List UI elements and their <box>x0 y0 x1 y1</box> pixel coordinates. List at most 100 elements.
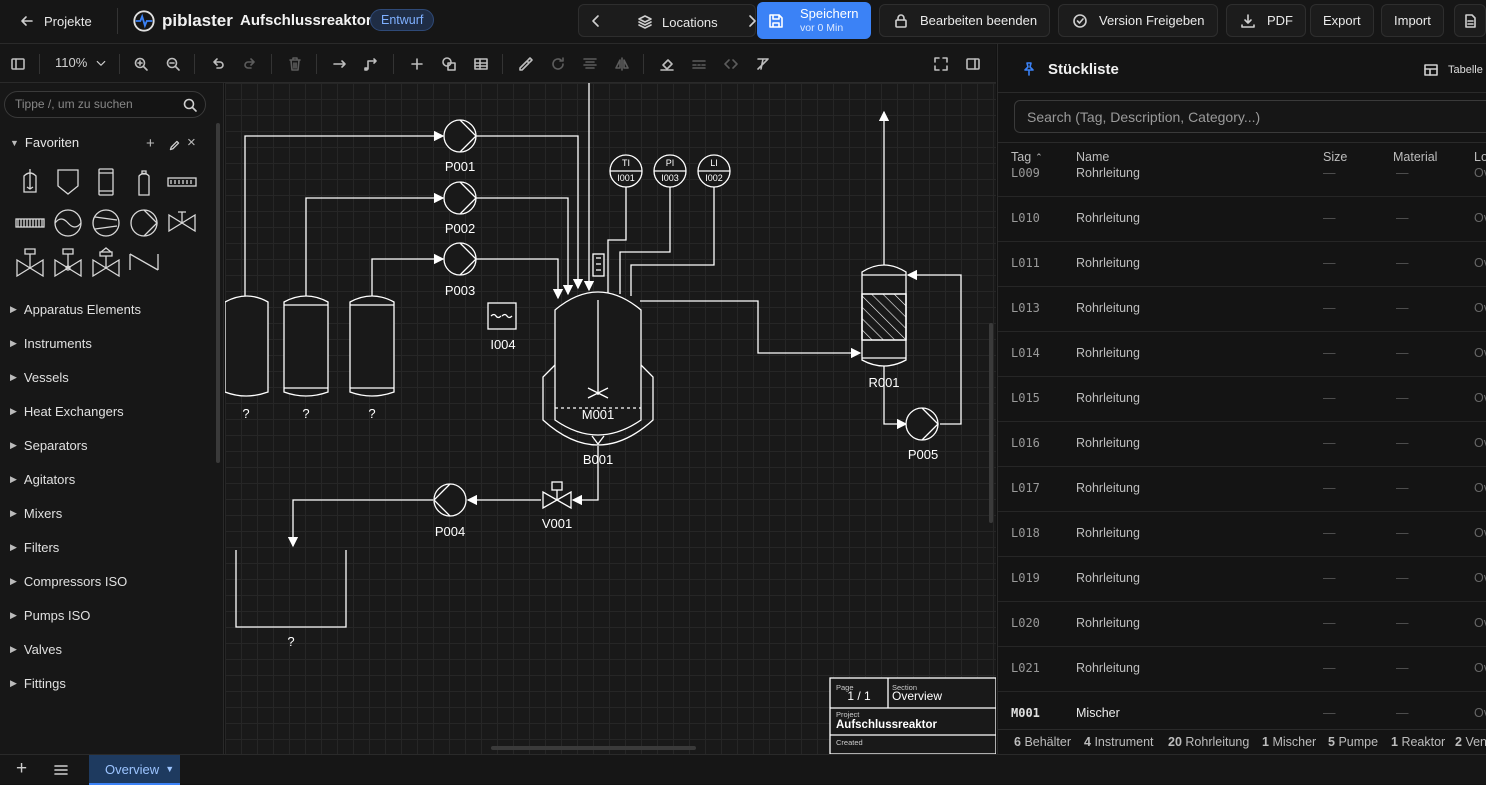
locations-button[interactable]: Locations <box>636 13 718 31</box>
category-apparatus-elements[interactable]: ▶Apparatus Elements <box>10 302 141 317</box>
vessel-shape[interactable] <box>283 295 329 397</box>
canvas-vertical-scrollbar[interactable] <box>989 323 993 523</box>
category-valves[interactable]: ▶Valves <box>10 642 62 657</box>
toggle-sidebar-icon[interactable] <box>8 54 28 74</box>
title-block[interactable]: Page 1 / 1 Section Overview Project Aufs… <box>829 677 996 754</box>
globe-valve-shape-icon[interactable] <box>52 246 84 278</box>
column-header-location[interactable]: Lo <box>1474 150 1486 164</box>
code-icon[interactable] <box>721 54 741 74</box>
chevron-left-icon[interactable] <box>587 12 605 30</box>
column-shape-icon[interactable] <box>90 166 122 198</box>
pipe-line[interactable] <box>287 499 433 548</box>
import-button[interactable]: Import <box>1381 4 1444 37</box>
end-editing-button[interactable]: Bearbeiten beenden <box>879 4 1051 37</box>
shape-search-input[interactable]: Tippe /, um zu suchen <box>4 91 206 118</box>
ball-valve-shape-icon[interactable] <box>166 207 198 239</box>
category-instruments[interactable]: ▶Instruments <box>10 336 92 351</box>
category-filters[interactable]: ▶Filters <box>10 540 59 555</box>
instrument-bubble[interactable] <box>609 154 643 188</box>
diagram-canvas[interactable]: P001 P002 P003 P004 P005 I004 M001 B001 … <box>225 83 996 754</box>
rotate-icon[interactable] <box>548 54 568 74</box>
category-separators[interactable]: ▶Separators <box>10 438 88 453</box>
valve-symbol[interactable] <box>542 481 572 510</box>
blower-shape-icon[interactable] <box>90 207 122 239</box>
column-header-name[interactable]: Name <box>1076 150 1110 164</box>
category-agitators[interactable]: ▶Agitators <box>10 472 75 487</box>
agitated-vessel-shape-icon[interactable] <box>14 166 46 198</box>
instrument-line[interactable] <box>619 187 671 294</box>
reactor-vessel[interactable] <box>542 253 654 446</box>
elbow-connector-icon[interactable] <box>362 54 382 74</box>
pump-symbol[interactable] <box>433 483 467 517</box>
vessel-shape[interactable] <box>225 295 269 397</box>
line-style-icon[interactable] <box>689 54 709 74</box>
canvas-horizontal-scrollbar[interactable] <box>491 746 696 750</box>
zoom-in-icon[interactable] <box>131 54 151 74</box>
pipe-line[interactable] <box>476 258 564 300</box>
category-fittings[interactable]: ▶Fittings <box>10 676 66 691</box>
control-valve-shape-icon[interactable] <box>14 246 46 278</box>
table-icon[interactable] <box>471 54 491 74</box>
clear-format-icon[interactable] <box>753 54 773 74</box>
compressor-shape-icon[interactable] <box>52 207 84 239</box>
close-favorites-icon[interactable]: × <box>187 134 196 151</box>
category-compressors-iso[interactable]: ▶Compressors ISO <box>10 574 127 589</box>
vessel-shape[interactable] <box>349 295 395 397</box>
category-heat-exchangers[interactable]: ▶Heat Exchangers <box>10 404 124 419</box>
instrument-box[interactable] <box>487 302 517 330</box>
column-header-material[interactable]: Material <box>1393 150 1438 164</box>
chevron-right-icon[interactable] <box>743 12 761 30</box>
pipe-line[interactable] <box>883 366 908 430</box>
edit-pencil-icon[interactable] <box>165 136 183 154</box>
gas-bottle-shape-icon[interactable] <box>128 166 160 198</box>
zoom-select[interactable]: 110% <box>55 55 107 70</box>
column-header-tag[interactable]: Tag ⌃ <box>1011 150 1043 164</box>
plus-icon[interactable] <box>407 54 427 74</box>
pipe-line[interactable] <box>305 192 445 296</box>
column-header-size[interactable]: Size <box>1323 150 1348 164</box>
zoom-out-icon[interactable] <box>163 54 183 74</box>
heat-exchanger-shape-icon[interactable] <box>166 166 198 198</box>
pin-icon[interactable] <box>1020 60 1038 78</box>
hopper-shape-icon[interactable] <box>52 166 84 198</box>
category-pumps-iso[interactable]: ▶Pumps ISO <box>10 608 90 623</box>
pump-symbol[interactable] <box>905 407 939 441</box>
sidebar-scrollbar[interactable] <box>216 123 220 463</box>
bom-search-input[interactable]: Search (Tag, Description, Category...) <box>1014 100 1486 133</box>
pipe-line[interactable] <box>640 300 862 359</box>
pump-symbol[interactable] <box>443 119 477 153</box>
add-favorite-icon[interactable]: + <box>146 135 155 152</box>
column-reactor[interactable] <box>861 264 907 367</box>
flip-icon[interactable] <box>612 54 632 74</box>
sheet-menu-icon[interactable] <box>52 761 70 779</box>
shapes-icon[interactable] <box>439 54 459 74</box>
document-button[interactable] <box>1454 4 1486 37</box>
format-painter-icon[interactable] <box>516 54 536 74</box>
line-shape-icon[interactable] <box>128 246 160 278</box>
redo-icon[interactable] <box>240 54 260 74</box>
pipe-line[interactable] <box>571 446 599 506</box>
table-view-toggle[interactable]: Tabelle <box>1422 61 1483 79</box>
category-vessels[interactable]: ▶Vessels <box>10 370 69 385</box>
pipe-line[interactable] <box>476 135 584 290</box>
open-tank[interactable] <box>235 550 347 628</box>
export-button[interactable]: Export <box>1310 4 1374 37</box>
category-mixers[interactable]: ▶Mixers <box>10 506 62 521</box>
save-button[interactable]: Speichern vor 0 Min <box>757 2 871 39</box>
pump-symbol[interactable] <box>443 181 477 215</box>
pump-symbol[interactable] <box>443 242 477 276</box>
back-to-projects-button[interactable]: Projekte <box>18 12 92 30</box>
instrument-bubble[interactable] <box>653 154 687 188</box>
pdf-button[interactable]: PDF <box>1226 4 1306 37</box>
release-version-button[interactable]: Version Freigeben <box>1058 4 1218 37</box>
delete-icon[interactable] <box>285 54 305 74</box>
align-icon[interactable] <box>580 54 600 74</box>
